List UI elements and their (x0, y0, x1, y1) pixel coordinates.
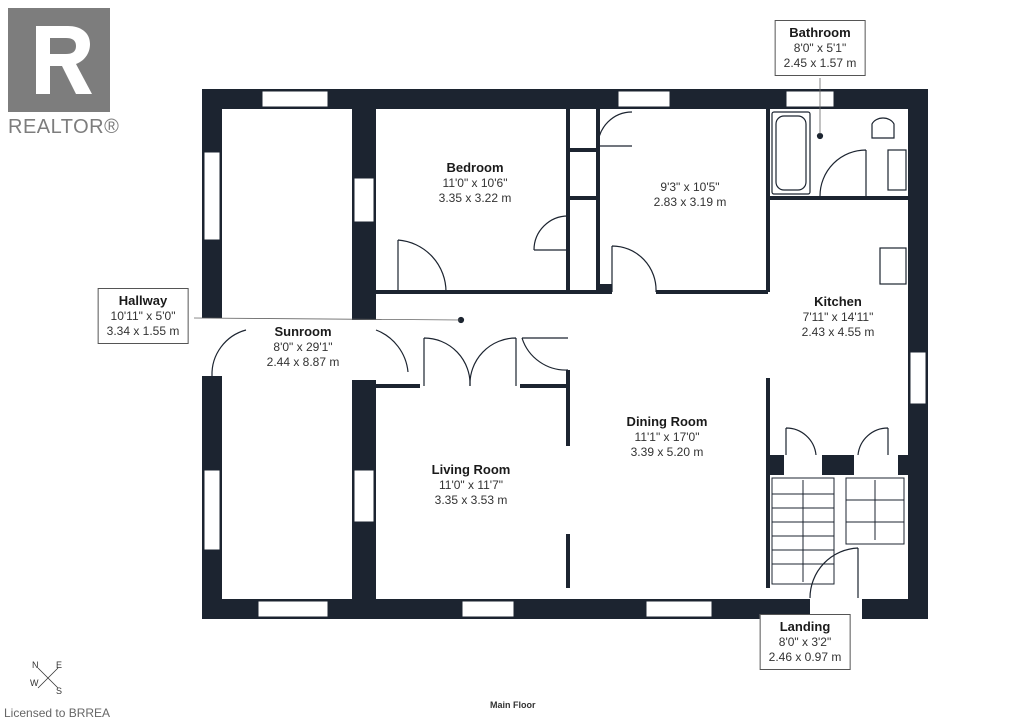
compass-icon (37, 667, 59, 689)
floor-name: Main Floor (490, 700, 536, 710)
room-label-bedroom: Bedroom 11'0" x 10'6" 3.35 x 3.22 m (439, 160, 512, 206)
room-dim-metric: 3.35 x 3.53 m (434, 493, 508, 507)
room-dim-imperial: 8'0" x 5'1" (793, 41, 847, 55)
room-label-dining-room: Dining Room 11'1" x 17'0" 3.39 x 5.20 m (627, 414, 708, 460)
room-dim-metric: 3.35 x 3.22 m (438, 191, 512, 205)
room-dim-metric: 3.39 x 5.20 m (630, 445, 704, 459)
compass-north: N (32, 660, 39, 670)
compass-south: S (56, 686, 63, 696)
room-label-hallway: Hallway 10'11" x 5'0" 3.34 x 1.55 m (97, 288, 189, 344)
room-dim-imperial: 11'1" x 17'0" (634, 430, 700, 444)
room-label-living-room: Living Room 11'0" x 11'7" 3.35 x 3.53 m (432, 462, 511, 508)
room-label-room2: 9'3" x 10'5" 2.83 x 3.19 m (654, 180, 727, 210)
wall-blocks (600, 284, 910, 475)
room-dim-metric: 2.44 x 8.87 m (266, 355, 340, 369)
room-name: Living Room (431, 462, 511, 477)
room-dim-metric: 2.43 x 4.55 m (801, 325, 875, 339)
compass-west: W (30, 678, 39, 688)
room-dim-imperial: 7'11" x 14'11" (802, 310, 874, 324)
room-name: Dining Room (626, 414, 708, 429)
realtor-logo-mark (8, 8, 110, 112)
room-name: Landing (779, 619, 831, 634)
stairs (771, 477, 905, 585)
room-name: Sunroom (274, 324, 332, 339)
realtor-logo-text: REALTOR® (8, 116, 120, 138)
room-dim-imperial: 11'0" x 11'7" (438, 478, 504, 492)
room-dim-metric: 2.45 x 1.57 m (783, 56, 857, 70)
room-dim-imperial: 8'0" x 3'2" (778, 635, 832, 649)
room-dim-imperial: 10'11" x 5'0" (110, 309, 176, 323)
room-label-kitchen: Kitchen 7'11" x 14'11" 2.43 x 4.55 m (802, 294, 875, 340)
room-label-sunroom: Sunroom 8'0" x 29'1" 2.44 x 8.87 m (267, 324, 340, 370)
windows (203, 90, 927, 618)
room-dim-imperial: 11'0" x 10'6" (442, 176, 508, 190)
room-label-landing: Landing 8'0" x 3'2" 2.46 x 0.97 m (759, 614, 851, 670)
room-dim-imperial: 8'0" x 29'1" (273, 340, 333, 354)
room-dim-metric: 2.46 x 0.97 m (768, 650, 842, 664)
room-dim-imperial: 9'3" x 10'5" (660, 180, 720, 194)
room-name: Kitchen (814, 294, 862, 309)
compass-east: E (56, 660, 63, 670)
room-name: Bathroom (789, 25, 851, 40)
compass-rose: N E S W (30, 660, 66, 696)
room-name: Hallway (118, 293, 168, 308)
room-name: Bedroom (446, 160, 504, 175)
fixtures (457, 111, 907, 324)
door-swings (211, 111, 889, 599)
room-dim-metric: 3.34 x 1.55 m (106, 324, 180, 338)
room-dim-metric: 2.83 x 3.19 m (653, 195, 727, 209)
license-footer: Licensed to BRREA (4, 706, 111, 720)
realtor-logo: REALTOR® (8, 8, 120, 139)
room-label-bathroom: Bathroom 8'0" x 5'1" 2.45 x 1.57 m (774, 20, 866, 76)
